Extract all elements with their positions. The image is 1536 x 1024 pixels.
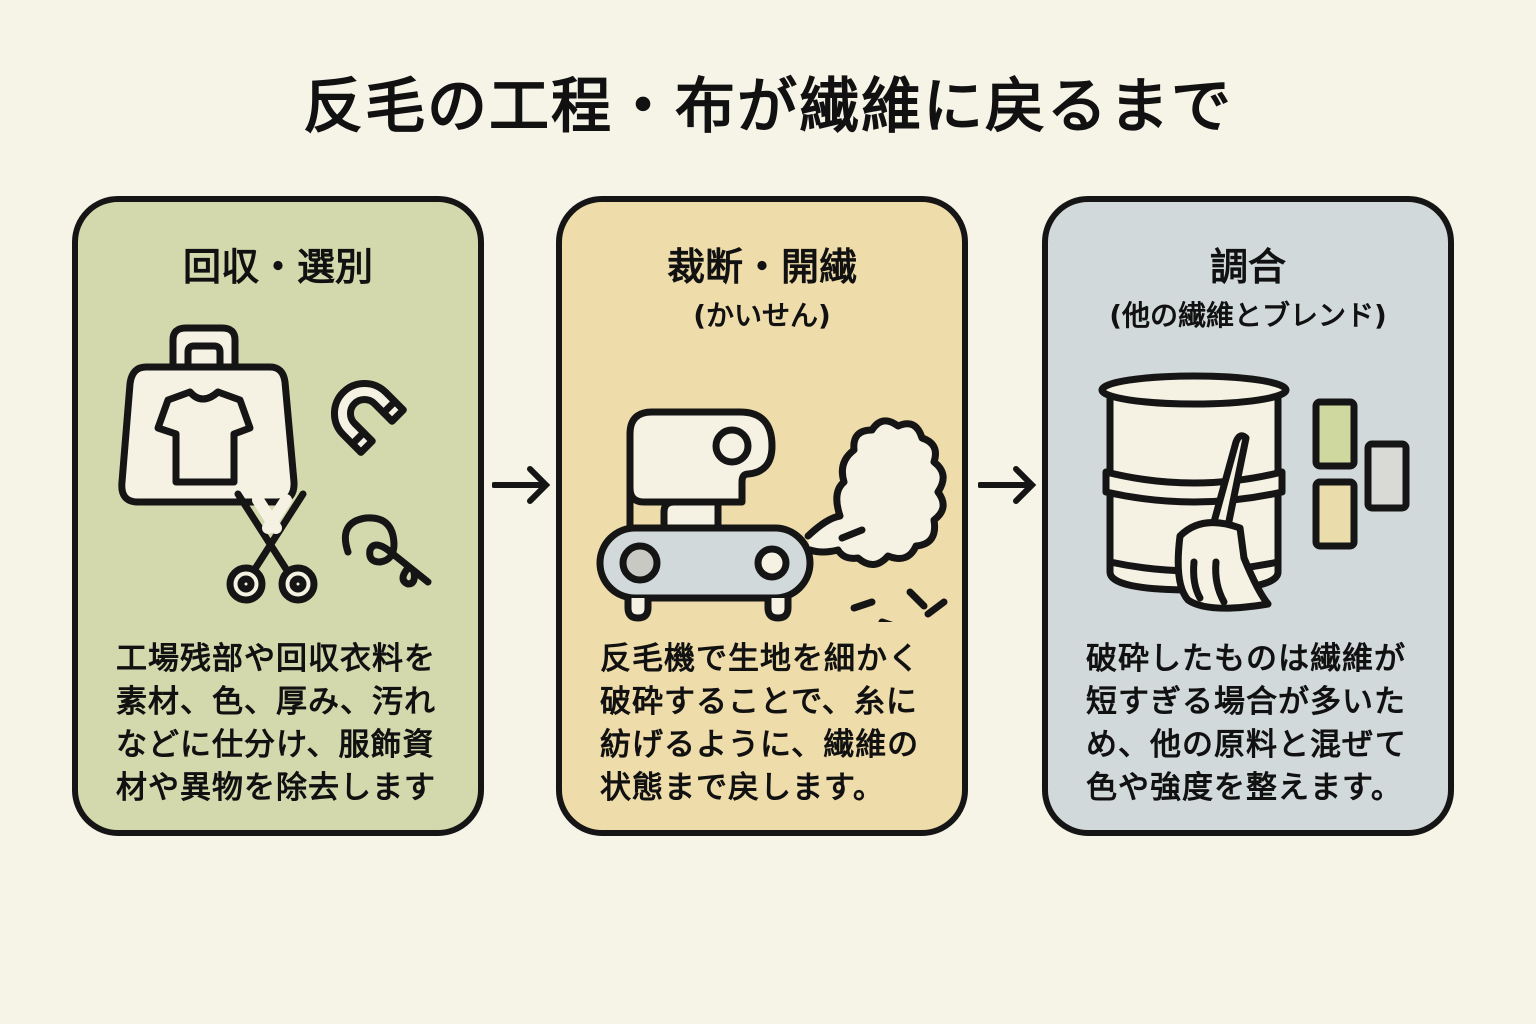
barrel-broom-swatches-icon (1098, 372, 1410, 612)
broom-icon (1174, 432, 1272, 612)
arrow-right-icon (978, 466, 1037, 504)
step-title: 調合 (1209, 245, 1286, 289)
swatches-icon (1312, 398, 1410, 550)
step-subtitle: (他の繊維とブレンド) (1109, 299, 1387, 332)
step-description: 工場残部や回収衣料を素材、色、厚み、汚れなどに仕分け、服飾資材や異物を除去します (116, 641, 436, 806)
opening-machine-fiber-cloud-icon (596, 408, 948, 622)
fiber-dust-icon (838, 526, 948, 622)
step-description: 反毛機で生地を細かく破砕することで、糸に紡げるように、繊維の状態まで戻します。 (600, 641, 920, 806)
scissors-icon (226, 490, 318, 604)
magnet-icon (330, 379, 407, 456)
arrow-right-icon (492, 466, 551, 504)
thread-icon (341, 514, 432, 588)
fiber-cloud-icon (804, 417, 947, 568)
step-card-opening: 裁断・開繊 (かいせん) 反毛機で生地を細かく破砕するこ (556, 196, 968, 836)
machine-icon (596, 408, 814, 622)
step-subtitle: (かいせん) (693, 299, 831, 332)
step-description: 破砕したものは繊維が短すぎる場合が多いため、他の原料と混ぜて色や強度を整えます。 (1086, 641, 1407, 806)
page-title: 反毛の工程・布が繊維に戻るまで (303, 72, 1233, 142)
step-card-collection: 回収・選別 (72, 196, 484, 836)
step-title: 回収・選別 (182, 245, 373, 289)
step-card-blending: 調合 (他の繊維とブレンド) 破砕したものは繊維が短すぎる場合が多いため、他の原… (1042, 196, 1454, 836)
bag-shirt-magnet-scissors-thread-icon (118, 324, 432, 604)
step-title: 裁断・開繊 (666, 245, 857, 289)
